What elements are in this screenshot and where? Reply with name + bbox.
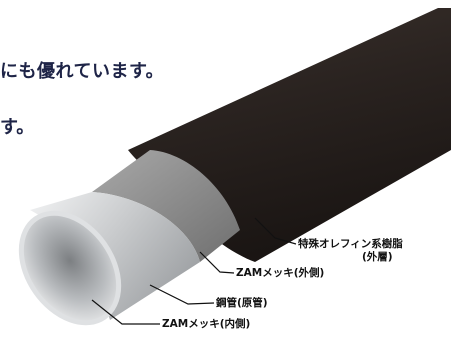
label-steel-pipe: 鋼管(原管) (216, 297, 268, 309)
zam-outer-layer (92, 150, 240, 262)
leader-line-zam-outer (199, 251, 235, 274)
label-zam-outer: ZAMメッキ(外側) (236, 267, 325, 279)
leader-line-resin (254, 217, 297, 245)
headline-line-1: にも優れています。 (0, 61, 165, 82)
pipe-inner-opening (18, 210, 122, 326)
leader-line-zam-inner (91, 299, 160, 325)
leader-line-steel (149, 284, 215, 305)
label-zam-inner: ZAMメッキ(内側) (162, 318, 251, 330)
headline-line-2: す。 (0, 117, 35, 138)
label-resin-outer: 特殊オレフィン系樹脂 (298, 238, 403, 250)
label-resin-outer-sub: (外層) (362, 251, 393, 263)
